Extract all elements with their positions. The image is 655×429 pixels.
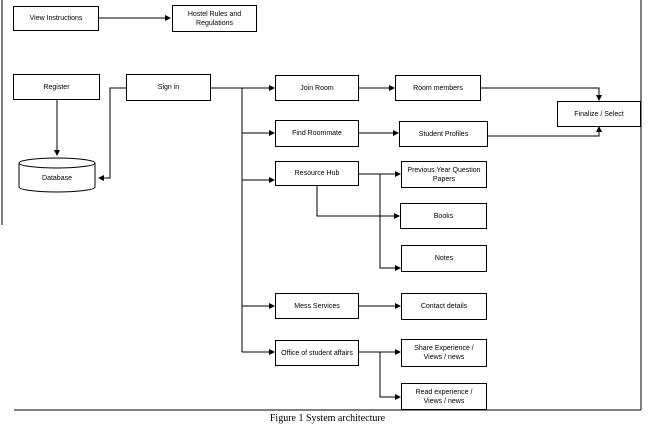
hostel-rules-node: Hostel Rules and Regulations: [172, 5, 257, 32]
edge-signin-trunk: [211, 87, 243, 352]
mess-services-node: Mess Services: [275, 293, 359, 319]
edge-osa-read: [379, 352, 401, 400]
edge-members-finalize: [481, 87, 602, 101]
resource-hub-node: Resource Hub: [275, 161, 359, 186]
notes-node: Notes: [401, 245, 487, 272]
database-label: Database: [42, 175, 72, 182]
contact-details-node: Contact details: [401, 293, 487, 320]
edge-profiles-finalize: [488, 126, 602, 137]
finalize-select-node: Finalize / Select: [557, 101, 641, 127]
office-student-affairs-node: Office of student affairs: [275, 340, 359, 366]
figure-caption: Figure 1 System architecture: [269, 413, 386, 424]
view-instructions-node: View Instructions: [13, 6, 99, 31]
books-node: Books: [400, 203, 487, 229]
sign-in-node: Sign in: [126, 74, 211, 101]
student-profiles-node: Student Profiles: [399, 121, 488, 147]
edge-resourcehub-notes: [379, 174, 401, 271]
share-experience-node: Share Experience / Views / news: [401, 339, 487, 367]
room-members-node: Room members: [395, 75, 481, 101]
read-experience-node: Read experience / Views / news: [401, 383, 487, 410]
edge-resourcehub-books: [316, 186, 400, 219]
register-node: Register: [13, 74, 100, 100]
database-cylinder: [18, 157, 96, 193]
find-roommate-node: Find Roommate: [275, 120, 359, 147]
previous-year-papers-node: Previous Year Question Papers: [401, 161, 487, 188]
edge-signin-database: [98, 87, 126, 181]
join-room-node: Join Room: [275, 75, 359, 101]
